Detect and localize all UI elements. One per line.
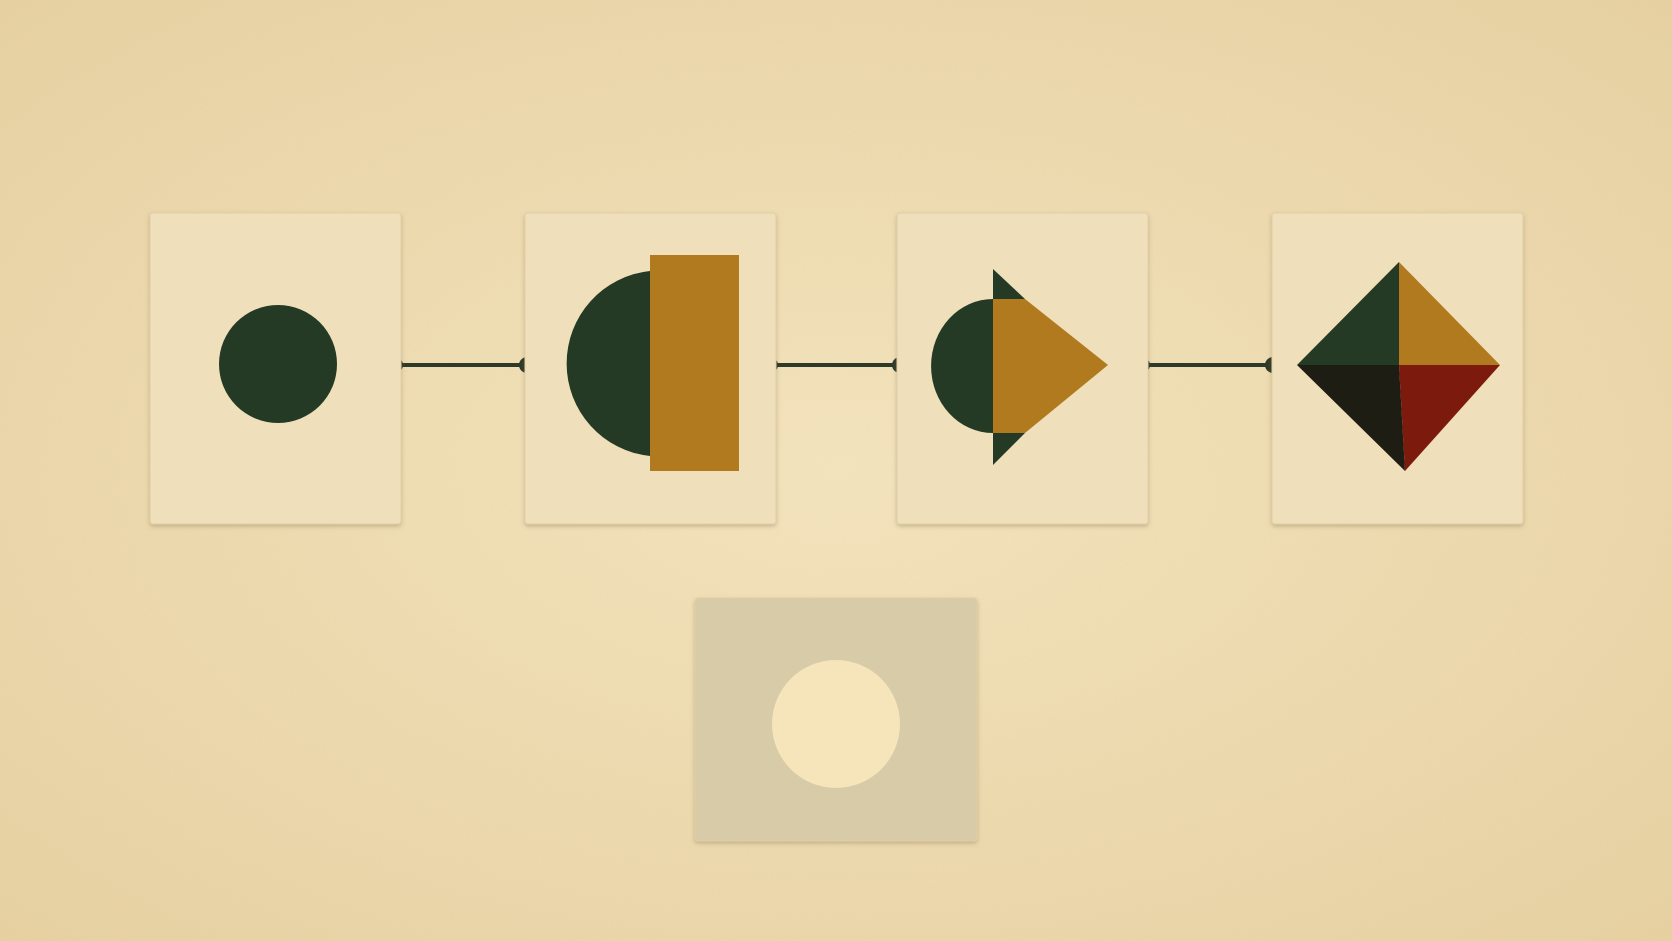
card-diamond[interactable] <box>1271 212 1524 525</box>
diamond-top-right-ochre <box>1399 262 1500 365</box>
diamond-top-left-green <box>1297 262 1399 365</box>
circle-cutout <box>772 660 900 788</box>
ochre-rectangle <box>650 255 739 471</box>
dark-green-circle <box>219 305 337 423</box>
dark-green-half-circle <box>566 271 650 456</box>
dark-green-triangle-tip-bottom <box>993 433 1025 465</box>
diamond-bottom-left-black <box>1297 365 1405 471</box>
diamond-bottom-right-red <box>1399 365 1500 471</box>
card-circle[interactable] <box>149 212 402 525</box>
card-semicircle-rectangle[interactable] <box>524 212 777 525</box>
dark-green-half-circle <box>931 299 993 433</box>
ochre-triangle <box>993 299 1108 433</box>
dark-green-triangle-tip-top <box>993 269 1025 299</box>
card-semicircle-triangle[interactable] <box>896 212 1149 525</box>
empty-answer-card[interactable] <box>694 597 978 842</box>
